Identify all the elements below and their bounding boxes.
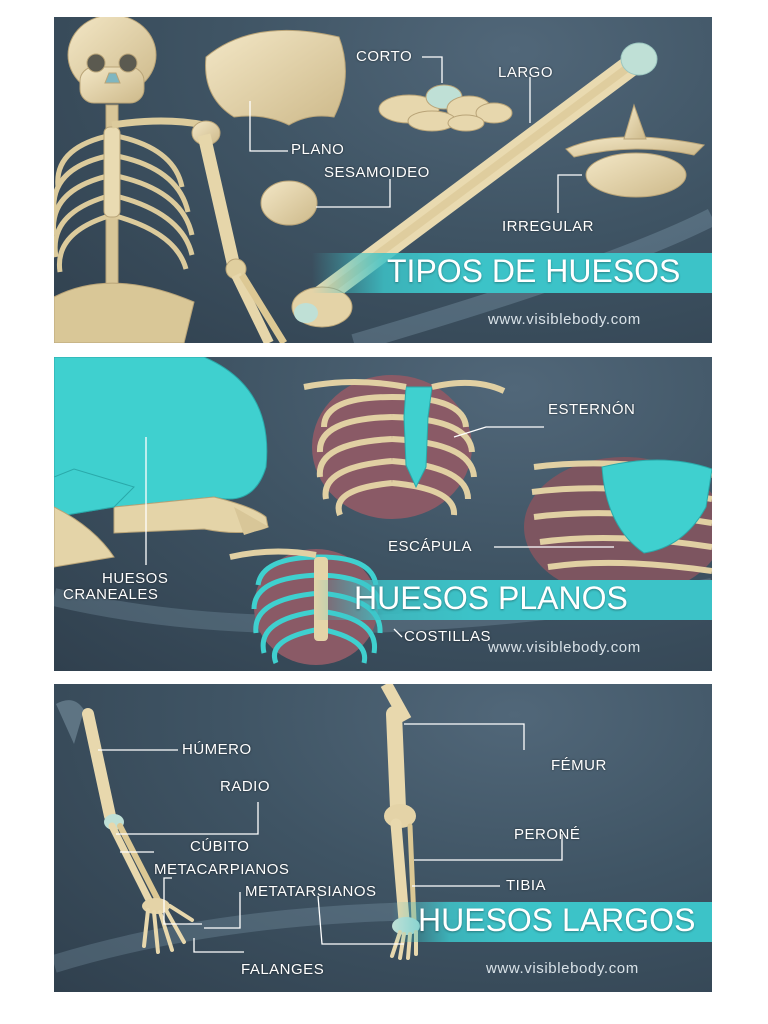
label-esternon: ESTERNÓN (548, 401, 636, 418)
label-craneales: CRANEALES (63, 586, 159, 603)
ribcage-sternum (303, 375, 506, 519)
arm-bones (56, 700, 194, 954)
sesamoid-bone (260, 180, 318, 226)
watermark: www.visiblebody.com (486, 960, 639, 977)
label-escapula: ESCÁPULA (388, 538, 473, 555)
label-femur: FÉMUR (551, 757, 607, 774)
long-bones-illustration (54, 684, 712, 973)
label-cubito: CÚBITO (190, 838, 250, 855)
skull-cranial (54, 357, 269, 568)
panel-title: HUESOS LARGOS (418, 902, 696, 938)
irregular-bone (565, 103, 706, 198)
panel-title: HUESOS PLANOS (354, 580, 628, 616)
panel-title: TIPOS DE HUESOS (387, 253, 681, 289)
bone-types-illustration (54, 17, 712, 343)
label-perone: PERONÉ (514, 826, 581, 843)
title-banner (392, 902, 712, 942)
label-costillas: COSTILLAS (404, 628, 492, 645)
label-humero: HÚMERO (182, 741, 252, 758)
watermark: www.visiblebody.com (488, 311, 641, 328)
label-sesamoideo: SESAMOIDEO (324, 164, 430, 181)
label-plano: PLANO (291, 141, 345, 158)
watermark: www.visiblebody.com (488, 639, 641, 656)
label-largo: LARGO (498, 64, 554, 81)
short-bones (378, 84, 513, 132)
label-radio: RADIO (220, 778, 271, 795)
title-banner (312, 580, 712, 620)
title-banner (312, 253, 712, 293)
skeleton-figure (54, 17, 287, 343)
panel-flat-bones: ESTERNÓN ESCÁPULA HUESOS CRANEALES COSTI… (54, 357, 712, 671)
label-tibia: TIBIA (506, 877, 547, 894)
flat-bone (205, 29, 346, 126)
back-scapula (524, 457, 712, 597)
label-falanges: FALANGES (241, 961, 325, 978)
panel-bone-types: CORTO LARGO PLANO SESAMOIDEO IRREGULAR T… (54, 17, 712, 343)
label-irregular: IRREGULAR (502, 218, 595, 235)
label-metacarpianos: METACARPIANOS (154, 861, 290, 878)
label-corto: CORTO (356, 48, 413, 65)
label-huesos: HUESOS (102, 570, 169, 587)
panel-long-bones: HÚMERO RADIO CÚBITO METACARPIANOS METATA… (54, 684, 712, 992)
label-metatarsianos: METATARSIANOS (245, 883, 377, 900)
